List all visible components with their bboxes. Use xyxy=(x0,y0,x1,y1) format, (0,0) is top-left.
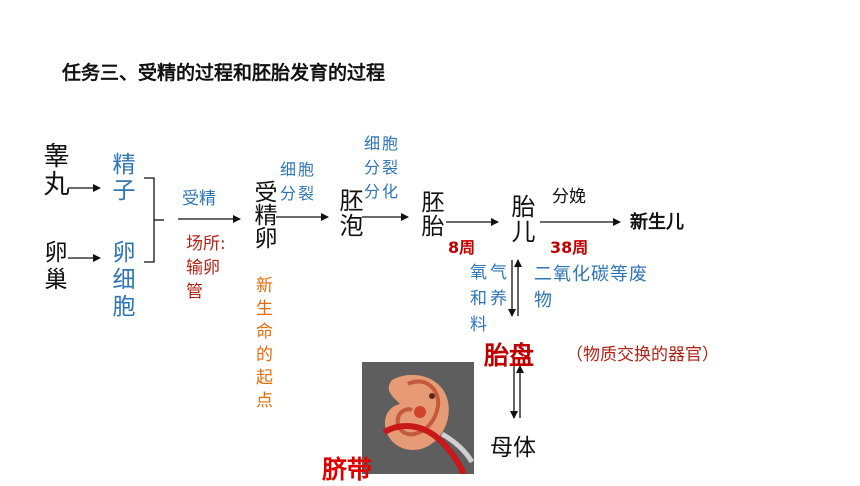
label-umbilical-cord: 脐带 xyxy=(322,455,373,484)
label-fertilization: 受精 xyxy=(182,189,216,209)
node-mother: 母体 xyxy=(490,435,536,461)
node-sperm: 精子 xyxy=(108,152,134,204)
node-fetus: 胎儿 xyxy=(507,194,535,244)
node-blastocyst: 胚泡 xyxy=(335,188,363,238)
label-birth: 分娩 xyxy=(552,187,586,207)
node-newborn: 新生儿 xyxy=(630,212,684,233)
node-egg: 卵细胞 xyxy=(108,240,134,321)
label-oxygen-nutrients: 氧气和养料 xyxy=(470,263,510,335)
node-zygote: 受精卵 xyxy=(250,180,276,249)
node-testis: 睾丸 xyxy=(39,142,69,198)
node-ovary: 卵巢 xyxy=(40,240,66,294)
label-site: 场所:输卵管 xyxy=(186,234,226,302)
bracket-left xyxy=(144,177,155,263)
label-38-weeks: 38周 xyxy=(550,238,589,257)
label-division-differentiation: 细胞分裂分化 xyxy=(364,134,401,201)
label-cell-division: 细胞分裂 xyxy=(280,160,317,203)
label-8-weeks: 8周 xyxy=(448,238,476,257)
node-embryo: 胚胎 xyxy=(417,190,443,238)
node-placenta: 胎盘 xyxy=(484,341,535,370)
label-placenta-note: （物质交换的器官） xyxy=(566,345,719,365)
label-co2-waste: 二氧化碳等废物 xyxy=(534,264,648,311)
page-title: 任务三、受精的过程和胚胎发育的过程 xyxy=(62,62,386,84)
label-life-start: 新生命的起点 xyxy=(252,276,272,414)
embryo-image xyxy=(362,362,474,474)
